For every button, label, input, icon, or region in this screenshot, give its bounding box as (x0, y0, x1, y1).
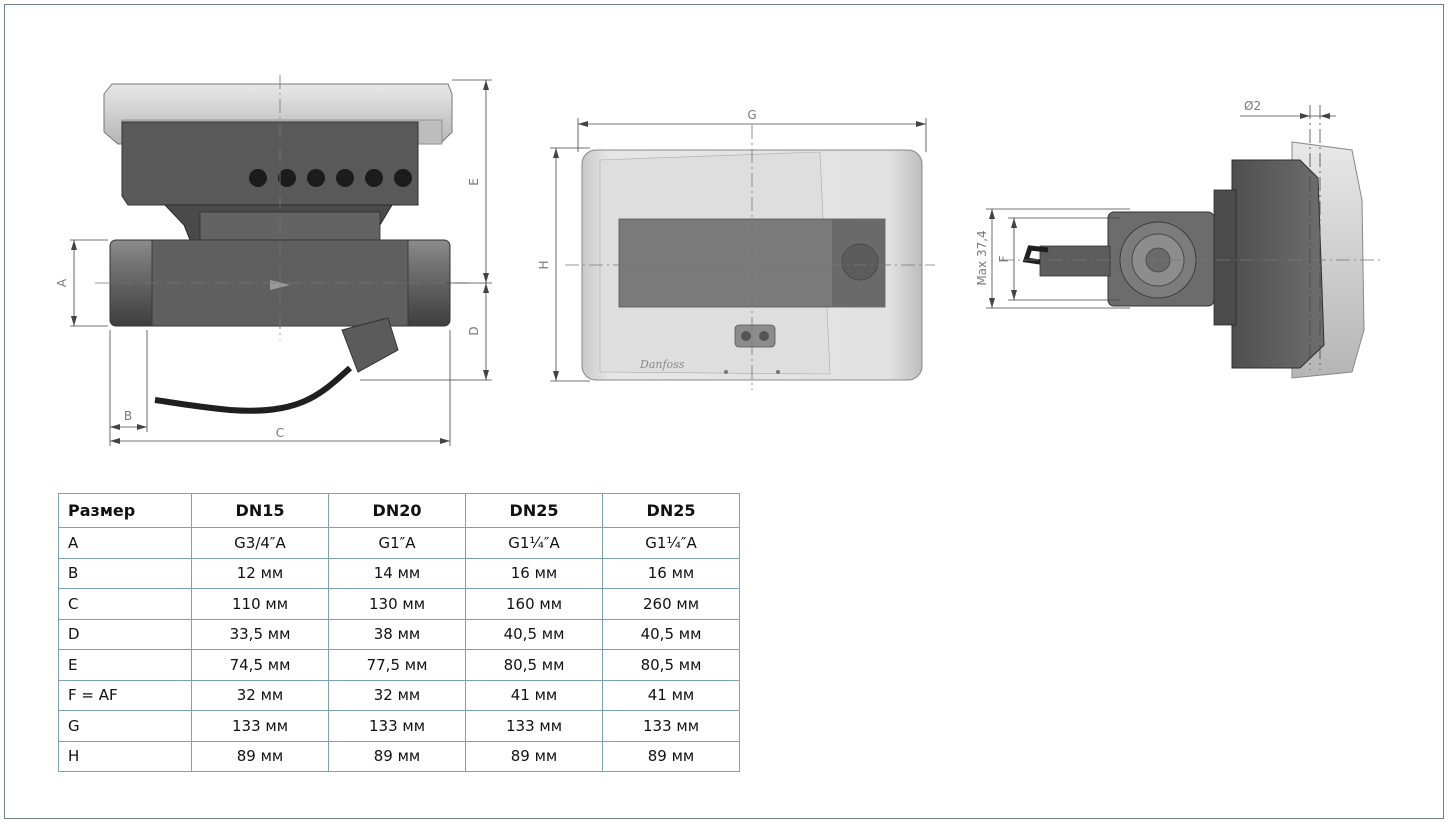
table-cell: 89 мм (602, 740, 740, 772)
label-max: Max 37,4 (975, 230, 989, 285)
dimension-f: F (997, 217, 1120, 301)
dimension-h: H (537, 147, 590, 382)
table-cell: 110 мм (191, 588, 329, 620)
row-label: H (58, 740, 192, 772)
table-header-row: Размер DN15 DN20 DN25 DN25 (58, 493, 740, 528)
table-row: H 89 мм 89 мм 89 мм 89 мм (58, 740, 740, 772)
optical-port (734, 324, 776, 348)
table-cell: 41 мм (602, 679, 740, 711)
label-c: C (276, 426, 284, 440)
table-cell: 74,5 мм (191, 649, 329, 681)
table-cell: G1¼″A (465, 527, 603, 559)
table-cell: 40,5 мм (602, 618, 740, 650)
table-cell: 41 мм (465, 679, 603, 711)
meter-body (121, 121, 419, 206)
table-cell: 12 мм (191, 557, 329, 589)
table-cell: 160 мм (465, 588, 603, 620)
sensor-cable (154, 365, 353, 414)
header-dn15: DN15 (191, 493, 329, 528)
table-cell: G1¼″A (602, 527, 740, 559)
table-cell: 133 мм (191, 710, 329, 742)
row-label: B (58, 557, 192, 589)
table-row: F = AF 32 мм 32 мм 41 мм 41 мм (58, 679, 740, 711)
table-cell: 89 мм (328, 740, 466, 772)
brand-logo: Danfoss (639, 358, 685, 371)
label-d: D (467, 326, 481, 335)
dimension-a: A (55, 239, 108, 327)
end-cable (1022, 245, 1049, 265)
label-f: F (997, 255, 1011, 262)
table-row: G 133 мм 133 мм 133 мм 133 мм (58, 710, 740, 742)
header-size: Размер (58, 493, 192, 528)
label-g: G (747, 108, 756, 122)
table-cell: 33,5 мм (191, 618, 329, 650)
label-a: A (55, 278, 69, 287)
header-dn20: DN20 (328, 493, 466, 528)
table-cell: 16 мм (602, 557, 740, 589)
table-cell: 32 мм (328, 679, 466, 711)
table-cell: G1″A (328, 527, 466, 559)
end-body (1231, 159, 1325, 369)
dimension-diameter: Ø2 (1240, 99, 1336, 119)
table-cell: 89 мм (191, 740, 329, 772)
row-label: C (58, 588, 192, 620)
label-b: B (124, 409, 132, 423)
header-dn25: DN25 (465, 493, 603, 528)
row-label: F = AF (58, 679, 192, 711)
table-cell: 133 мм (328, 710, 466, 742)
row-label: E (58, 649, 192, 681)
table-cell: 77,5 мм (328, 649, 466, 681)
dimensions-table: Размер DN15 DN20 DN25 DN25 A G3/4″A G1″A… (58, 493, 740, 772)
table-row: C 110 мм 130 мм 160 мм 260 мм (58, 588, 740, 620)
table-cell: 16 мм (465, 557, 603, 589)
table-cell: 130 мм (328, 588, 466, 620)
table-row: D 33,5 мм 38 мм 40,5 мм 40,5 мм (58, 618, 740, 650)
row-label: A (58, 527, 192, 559)
table-cell: 38 мм (328, 618, 466, 650)
side-view: A E D B C (55, 75, 492, 446)
table-cell: 80,5 мм (465, 649, 603, 681)
label-diameter: Ø2 (1244, 99, 1261, 113)
temperature-sensor (341, 317, 399, 373)
row-label: D (58, 618, 192, 650)
front-view: Danfoss G H (537, 108, 935, 390)
table-row: B 12 мм 14 мм 16 мм 16 мм (58, 557, 740, 589)
table-cell: 40,5 мм (465, 618, 603, 650)
dimension-max: Max 37,4 (975, 208, 1130, 309)
label-e: E (467, 178, 481, 186)
end-view: Ø2 Max 37,4 F (975, 99, 1380, 379)
table-cell: 80,5 мм (602, 649, 740, 681)
table-cell: 133 мм (465, 710, 603, 742)
header-dn25-b: DN25 (602, 493, 740, 528)
dimension-g: G (577, 108, 927, 152)
table-cell: 133 мм (602, 710, 740, 742)
label-h: H (537, 260, 551, 269)
table-row: E 74,5 мм 77,5 мм 80,5 мм 80,5 мм (58, 649, 740, 681)
dimension-e-d: E D (360, 79, 492, 381)
table-row: A G3/4″A G1″A G1¼″A G1¼″A (58, 527, 740, 559)
table-cell: 89 мм (465, 740, 603, 772)
front-button (841, 243, 879, 281)
table-cell: 32 мм (191, 679, 329, 711)
connector-row (249, 169, 412, 187)
dimension-b-c: B C (109, 330, 451, 446)
table-cell: G3/4″A (191, 527, 329, 559)
table-cell: 14 мм (328, 557, 466, 589)
table-cell: 260 мм (602, 588, 740, 620)
row-label: G (58, 710, 192, 742)
